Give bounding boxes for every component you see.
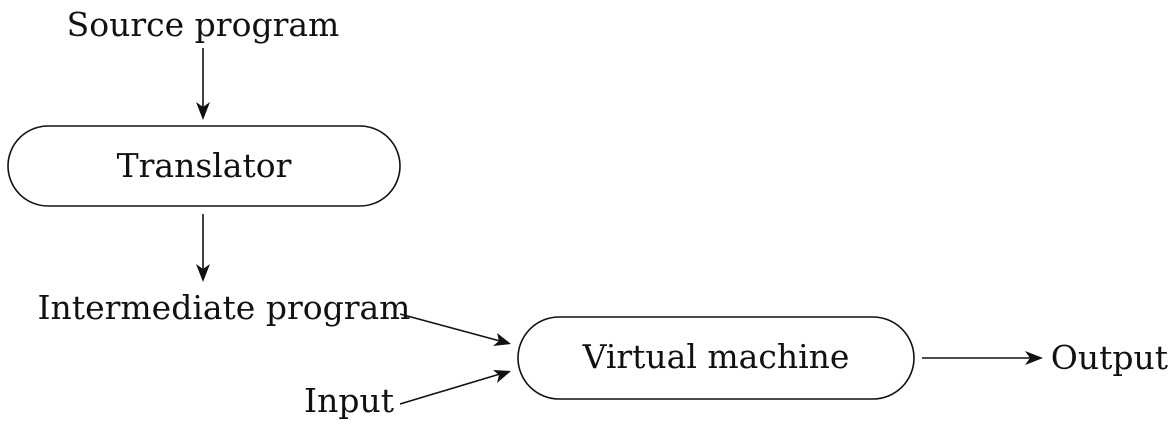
virtual-machine-label: Virtual machine bbox=[582, 337, 850, 376]
translator-label: Translator bbox=[117, 146, 292, 185]
virtual-machine-node: Virtual machine bbox=[517, 316, 915, 400]
arrow-source-to-translator bbox=[196, 48, 210, 120]
source-program-label: Source program bbox=[67, 5, 340, 44]
translator-node: Translator bbox=[7, 125, 401, 207]
input-label: Input bbox=[304, 381, 394, 420]
arrow-vm-to-output bbox=[922, 351, 1043, 365]
arrow-input-to-vm bbox=[399, 370, 511, 405]
output-label: Output bbox=[1051, 338, 1168, 377]
arrow-intermediate-to-vm bbox=[399, 313, 511, 346]
intermediate-program-label: Intermediate program bbox=[38, 288, 411, 327]
translator-box bbox=[7, 125, 401, 207]
arrow-translator-to-intermediate bbox=[196, 214, 210, 282]
virtual-machine-box bbox=[517, 316, 915, 400]
